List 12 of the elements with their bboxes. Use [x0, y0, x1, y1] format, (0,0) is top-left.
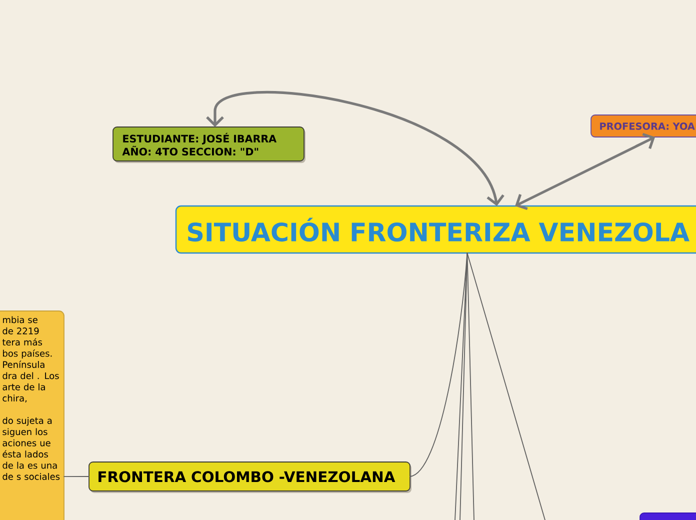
connector-line — [460, 252, 468, 520]
arrow — [515, 132, 656, 210]
teacher-box: PROFESORA: YOA — [590, 114, 696, 138]
curved-arrow — [206, 91, 504, 206]
connector-line — [64, 476, 90, 477]
connector-line — [466, 252, 546, 520]
box — [640, 512, 696, 520]
text-box: mbia se de 2219 tera más bos países. Península dra del . Los arte de la chira, do sujeta a siguen los aciones ue ésta lados de la es una de s sociales — [0, 310, 64, 520]
student-box: ESTUDIANTE: JOSÉ IBARRA AÑO: 4TO SECCION: "D" — [112, 126, 306, 163]
title-box: SITUACIÓN FRONTERIZA VENEZOLA — [175, 205, 696, 254]
topic-box: FRONTERA COLOMBO -VENEZOLANA — [88, 462, 412, 493]
connector-line — [466, 252, 474, 520]
